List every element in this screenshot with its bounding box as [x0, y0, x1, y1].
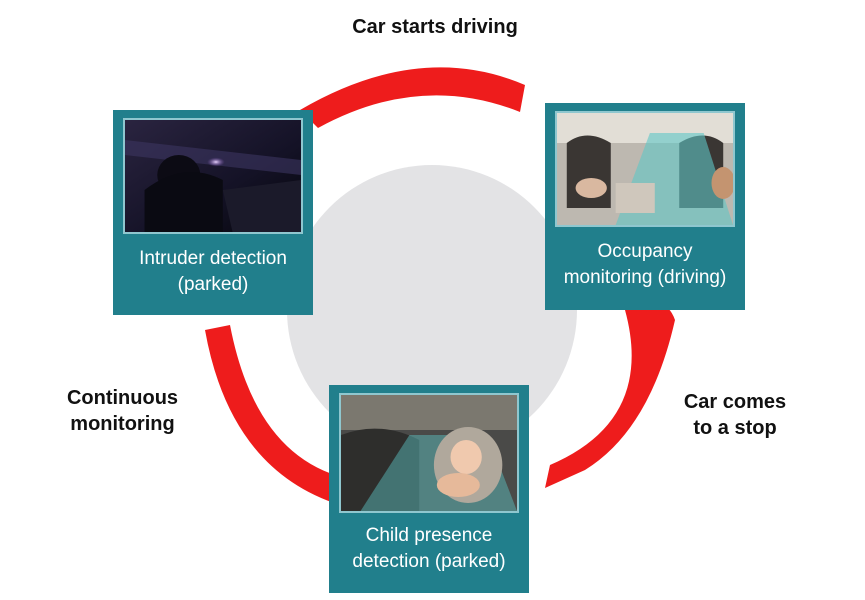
occupancy-photo: [555, 111, 735, 227]
arrow-start-driving: [300, 67, 525, 128]
center-circle: [287, 165, 577, 455]
intruder-image: [125, 120, 301, 232]
card-child-caption-line2: detection (parked): [352, 551, 506, 572]
transition-label-right-line1: Car comes: [683, 391, 787, 413]
card-intruder-detection: Intruder detection (parked): [113, 110, 313, 315]
arrow-continuous-monitoring: [205, 325, 345, 505]
intruder-photo: [123, 118, 303, 234]
transition-label-right-line2: to a stop: [693, 417, 777, 439]
child-image: [341, 395, 517, 511]
card-intruder-caption-line1: Intruder detection: [139, 248, 287, 269]
card-intruder-caption-line2: (parked): [177, 274, 249, 295]
card-child-caption-line1: Child presence: [365, 525, 493, 546]
card-occupancy-caption: Occupancy monitoring (driving): [555, 239, 735, 291]
card-occupancy-caption-line2: monitoring (driving): [563, 267, 727, 288]
transition-label-top: Car starts driving: [352, 16, 518, 38]
card-occupancy-monitoring: Occupancy monitoring (driving): [545, 103, 745, 310]
child-photo: [339, 393, 519, 513]
transition-label-left-line2: monitoring: [70, 413, 175, 435]
arrow-comes-to-stop: [545, 304, 675, 488]
occupancy-image: [557, 113, 733, 225]
card-occupancy-caption-line1: Occupancy: [597, 241, 693, 262]
card-intruder-caption: Intruder detection (parked): [123, 246, 303, 298]
transition-label-right: Car comes to a stop: [665, 389, 805, 441]
card-child-presence: Child presence detection (parked): [329, 385, 529, 593]
transition-label-left: Continuous monitoring: [50, 385, 195, 437]
card-child-caption: Child presence detection (parked): [339, 523, 519, 575]
transition-label-left-line1: Continuous: [66, 387, 179, 409]
